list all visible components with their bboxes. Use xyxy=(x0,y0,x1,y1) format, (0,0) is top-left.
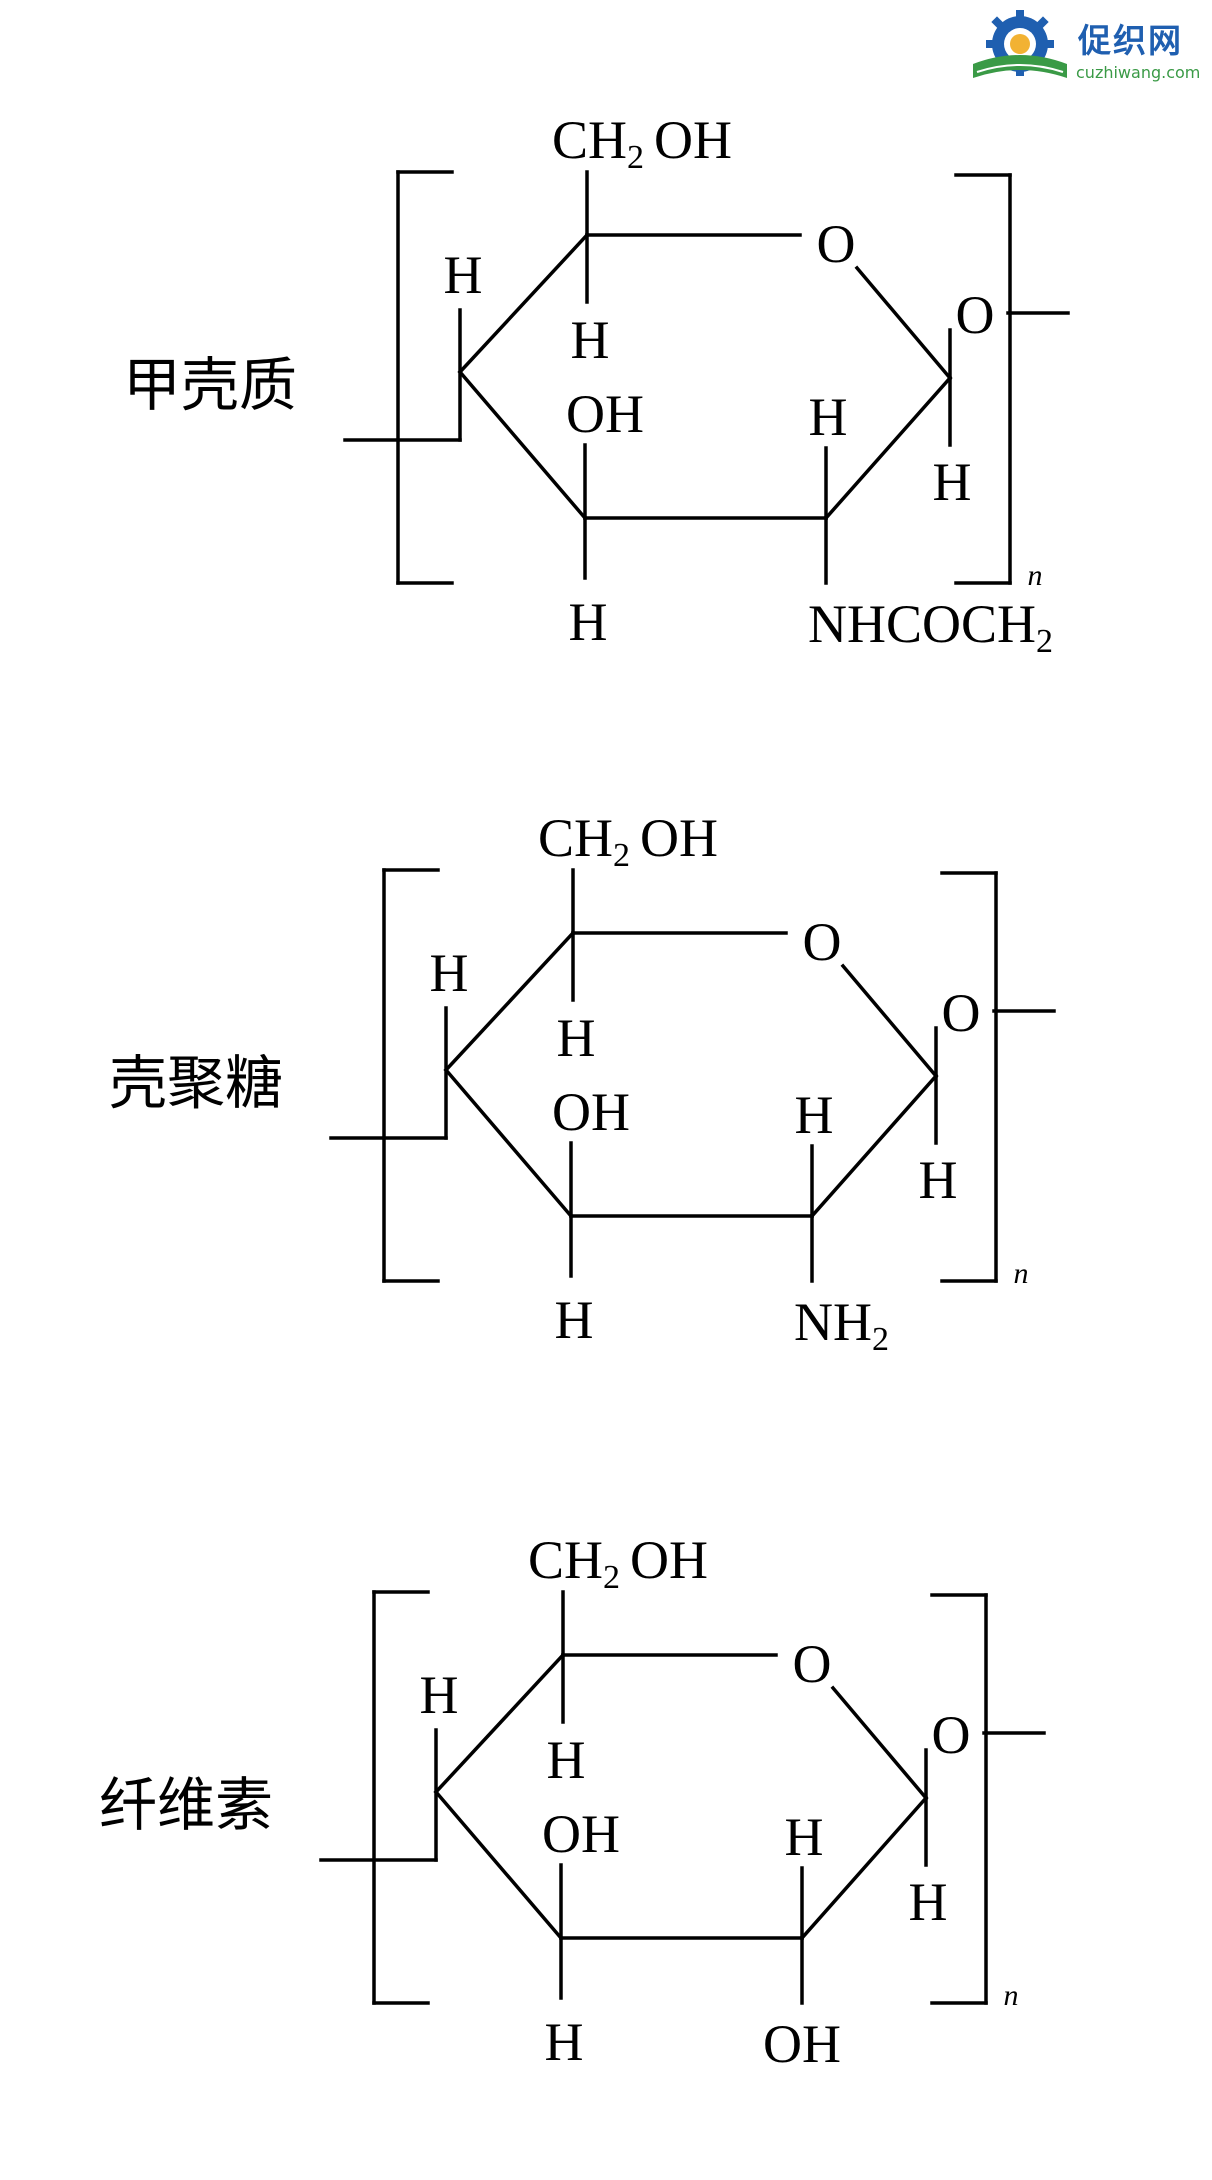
h-c2-top: H xyxy=(785,1807,824,1867)
compound-name: 纤维素 xyxy=(99,1771,273,1839)
c3-oh: OH xyxy=(552,1082,630,1142)
ring-oxygen: O xyxy=(817,214,856,274)
h-top-left: H xyxy=(420,1665,459,1725)
h-c1: H xyxy=(933,452,972,512)
glycosidic-oxygen: O xyxy=(942,983,981,1043)
h-c2-top: H xyxy=(809,387,848,447)
repeat-index: n xyxy=(1028,559,1043,592)
h-under-c5: H xyxy=(557,1008,596,1068)
bond-o-c1 xyxy=(854,265,953,381)
h-c2-top: H xyxy=(795,1085,834,1145)
bond-c4-c5 xyxy=(433,1652,566,1795)
glycosidic-oxygen: O xyxy=(932,1705,971,1765)
h-c3-bottom: H xyxy=(545,2012,584,2072)
compound-name: 甲壳质 xyxy=(123,351,297,419)
bond-c1-c2 xyxy=(809,1073,939,1219)
repeat-index: n xyxy=(1014,1257,1029,1290)
ring-oxygen: O xyxy=(793,1634,832,1694)
bond-c4-c5 xyxy=(457,232,590,375)
c2-substituent: OH xyxy=(763,2014,841,2074)
logo-subtitle: cuzhiwang.com xyxy=(1076,63,1201,82)
h-under-c5: H xyxy=(571,310,610,370)
logo-title: 促织网 xyxy=(1078,21,1183,60)
bond-o-c1 xyxy=(830,1685,929,1801)
bond-o-c1 xyxy=(840,963,939,1079)
c3-oh: OH xyxy=(566,384,644,444)
bond-c3-c4 xyxy=(443,1067,574,1219)
h-top-left: H xyxy=(444,245,483,305)
c2-substituent: NH2 xyxy=(794,1292,889,1358)
c2-substituent: NHCOCH2 xyxy=(808,594,1053,660)
bond-c3-c4 xyxy=(433,1789,564,1941)
site-logo xyxy=(973,10,1067,78)
repeat-index: n xyxy=(1004,1979,1019,2012)
c3-oh: OH xyxy=(542,1804,620,1864)
bond-c1-c2 xyxy=(799,1795,929,1941)
h-under-c5: H xyxy=(547,1730,586,1790)
ring-oxygen: O xyxy=(803,912,842,972)
h-top-left: H xyxy=(430,943,469,1003)
h-c3-bottom: H xyxy=(569,592,608,652)
h-c1: H xyxy=(909,1872,948,1932)
h-c1: H xyxy=(919,1150,958,1210)
glycosidic-oxygen: O xyxy=(956,285,995,345)
open-book-icon xyxy=(973,55,1067,78)
compound-name: 壳聚糖 xyxy=(109,1049,283,1117)
bond-c1-c2 xyxy=(823,375,953,521)
bond-c4-c5 xyxy=(443,930,576,1073)
h-c3-bottom: H xyxy=(555,1290,594,1350)
bond-c3-c4 xyxy=(457,369,588,521)
